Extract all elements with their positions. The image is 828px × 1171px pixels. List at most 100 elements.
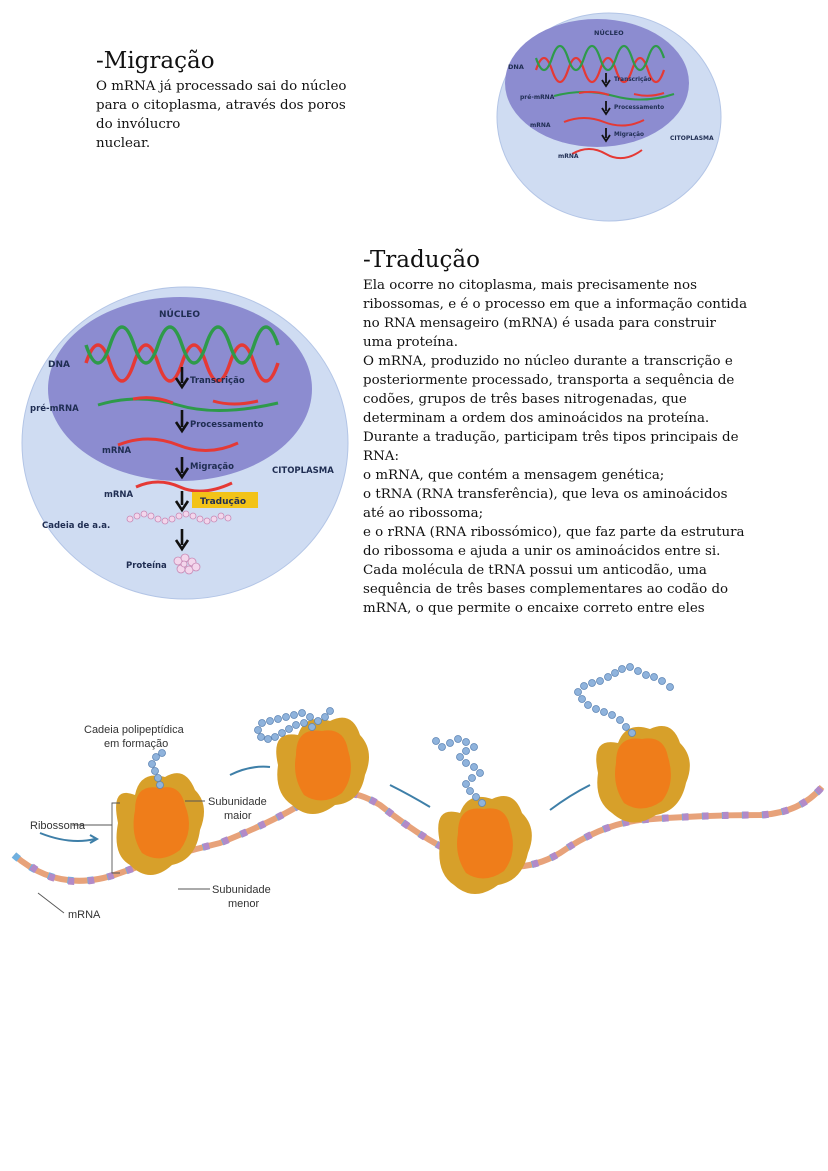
traducao-line: ribossomas, e é o processo em que a info… xyxy=(363,297,748,312)
migracao-diagram-label: Migração xyxy=(614,132,644,138)
traducao-line: o mRNA, que contém a mensagem genética; xyxy=(363,468,665,483)
processamento-label: Processamento xyxy=(190,420,264,430)
polypeptide-chain-2 xyxy=(254,707,334,743)
migracao-paragraph: O mRNA já processado sai do núcleo para … xyxy=(96,77,346,153)
subunidade-menor-label: Subunidade xyxy=(212,884,271,896)
arrow-icon xyxy=(174,410,190,434)
ribossoma-label: Ribossoma xyxy=(30,820,86,832)
traducao-line: Cada molécula de tRNA possui um anticodã… xyxy=(363,563,707,578)
dna-label: DNA xyxy=(508,63,524,71)
mrna-strand-cytoplasm xyxy=(571,148,643,160)
ribosome-1 xyxy=(116,773,204,875)
mrna-strand xyxy=(563,117,645,127)
arrow-icon xyxy=(601,101,611,116)
polypeptide-chain-4 xyxy=(574,663,674,737)
ribosome-2 xyxy=(276,717,369,814)
gene-expression-diagram-large: NÚCLEO DNA Transcrição pré-mRNA Processa… xyxy=(21,286,349,600)
cadeia-label: Cadeia de a.a. xyxy=(42,521,110,531)
nucleus xyxy=(48,297,312,481)
traducao-line: posteriormente processado, transporta a … xyxy=(363,373,735,388)
callout-line xyxy=(111,802,120,874)
dna-strand-green xyxy=(84,325,280,365)
ribosome-translation-figure: Cadeia polipeptídica em formação Ribosso… xyxy=(11,663,825,921)
pre-mrna-red xyxy=(578,90,665,97)
cadeia-polipeptidica-label: Cadeia polipeptídica xyxy=(84,724,185,736)
traducao-tag xyxy=(192,492,258,508)
traducao-line: determinam a ordem dos aminoácidos na pr… xyxy=(363,411,710,426)
arrowhead-icon xyxy=(89,834,100,844)
pre-mrna-strand xyxy=(97,397,279,413)
mrna-strand xyxy=(117,437,239,452)
traducao-line: Durante a tradução, participam três tipo… xyxy=(363,430,739,445)
citoplasma-label: CITOPLASMA xyxy=(272,466,334,476)
traducao-line: até ao ribossoma; xyxy=(363,506,484,521)
dna-strand-green xyxy=(534,44,666,72)
direction-arrow-icon xyxy=(229,765,271,776)
traducao-line: sequência de três bases complementares a… xyxy=(363,582,729,597)
transcricao-label: Transcrição xyxy=(614,77,651,83)
transcricao-label: Transcrição xyxy=(190,376,245,386)
arrow-icon xyxy=(601,73,611,88)
traducao-line: e o rRNA (RNA ribossómico), que faz part… xyxy=(363,525,745,540)
dna-label: DNA xyxy=(48,360,70,370)
direction-arrow-icon xyxy=(389,784,431,808)
traducao-line: no RNA mensageiro (mRNA) é usada para co… xyxy=(363,316,716,331)
direction-arrow-icon xyxy=(39,832,96,842)
ribosome-3 xyxy=(438,796,532,894)
traducao-line: codões, grupos de três bases nitrogenada… xyxy=(363,392,687,407)
nucleo-label: NÚCLEO xyxy=(594,28,624,37)
traducao-line: o tRNA (RNA transferência), que leva os … xyxy=(363,487,728,502)
arrow-icon xyxy=(601,128,611,143)
subunidade-maior-label-line2: maior xyxy=(224,810,252,822)
polypeptide-chain-3 xyxy=(432,735,486,807)
migracao-heading: -Migração xyxy=(96,48,215,74)
mrna-cytoplasm-label: mRNA xyxy=(558,153,579,160)
migracao-diagram-label: Migração xyxy=(190,462,234,472)
nucleus xyxy=(505,19,689,147)
pre-mrna-strand xyxy=(553,91,675,101)
dna-strand-red xyxy=(84,343,280,383)
traducao-line: Ela ocorre no citoplasma, mais precisame… xyxy=(363,278,697,293)
traducao-diagram-label: Tradução xyxy=(200,497,246,507)
traducao-line: mRNA, o que permite o encaixe correto en… xyxy=(363,601,705,616)
pre-mrna-label: pré-mRNA xyxy=(520,94,555,101)
pre-mrna-red xyxy=(132,396,259,406)
arrow-icon xyxy=(174,367,190,390)
traducao-line: uma proteína. xyxy=(363,335,459,350)
pre-mrna-label: pré-mRNA xyxy=(30,403,79,414)
arrow-icon xyxy=(174,457,190,480)
traducao-line: do ribossoma e ajuda a unir os aminoácid… xyxy=(363,544,721,559)
amino-acid-chain xyxy=(126,510,232,525)
mrna-cytoplasm-label: mRNA xyxy=(104,490,134,500)
subunidade-menor-label-line2: menor xyxy=(228,898,260,910)
proteina-label: Proteína xyxy=(126,561,167,571)
cadeia-polipeptidica-label-line2: em formação xyxy=(104,738,168,750)
callout-line xyxy=(37,892,65,914)
gene-expression-diagram-small: NÚCLEO DNA Transcrição pré-mRNA Processa… xyxy=(496,12,722,222)
traducao-line: RNA: xyxy=(363,449,399,464)
mrna-label: mRNA xyxy=(530,122,551,129)
traducao-heading: -Tradução xyxy=(363,247,480,273)
direction-arrow-icon xyxy=(549,784,591,811)
ribosome-4 xyxy=(596,726,690,823)
dna-strand-red xyxy=(534,56,666,84)
traducao-paragraph: Ela ocorre no citoplasma, mais precisame… xyxy=(363,276,747,618)
protein-blob xyxy=(173,553,201,575)
mrna-label: mRNA xyxy=(102,446,132,456)
small-subunit xyxy=(615,738,671,809)
small-subunit xyxy=(457,808,513,879)
nucleo-label: NÚCLEO xyxy=(159,308,200,320)
small-subunit xyxy=(295,730,351,801)
migracao-line: O mRNA já processado sai do núcleo xyxy=(96,79,347,94)
processamento-label: Processamento xyxy=(614,105,664,111)
arrow-icon xyxy=(174,529,190,552)
traducao-line: O mRNA, produzido no núcleo durante a tr… xyxy=(363,354,733,369)
citoplasma-label: CITOPLASMA xyxy=(670,135,714,142)
mrna-strand-cytoplasm xyxy=(135,480,233,493)
arrow-icon xyxy=(174,491,190,513)
small-subunit xyxy=(133,787,189,859)
migracao-line: para o citoplasma, através dos poros xyxy=(96,98,346,113)
migracao-line: nuclear. xyxy=(96,136,151,151)
polypeptide-chain-1 xyxy=(148,749,166,789)
subunidade-maior-label: Subunidade xyxy=(208,796,267,808)
